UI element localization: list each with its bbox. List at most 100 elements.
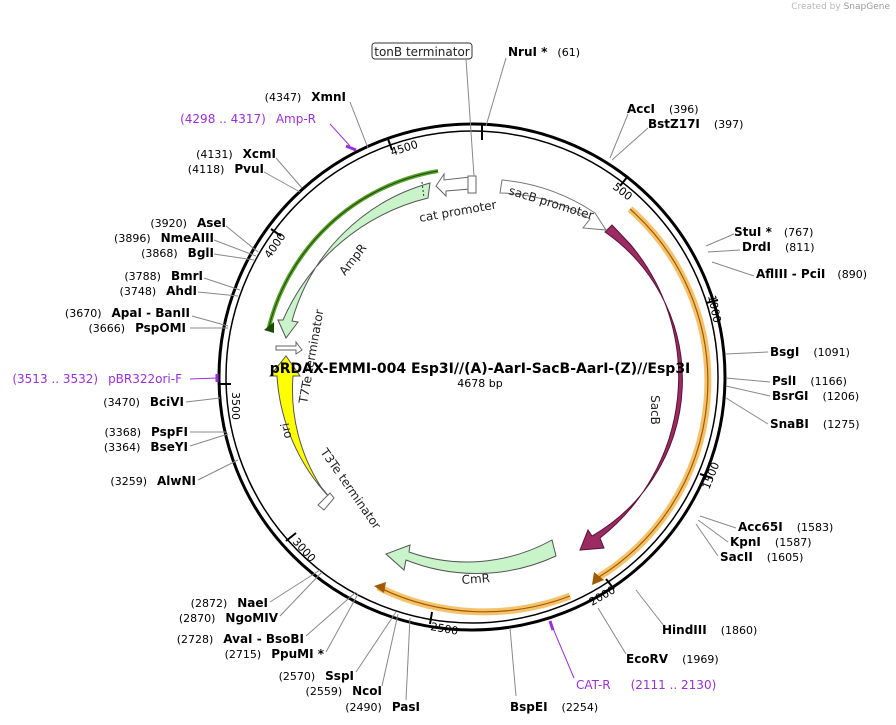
tick-4500 (387, 138, 393, 151)
ori-feature (268, 355, 331, 499)
enzyme-site: (3788)BmrI (124, 269, 203, 283)
drdi-leader (707, 249, 741, 253)
enzyme-site: (3748)AhdI (120, 284, 197, 298)
enzyme-site: SacII(1605) (720, 550, 803, 564)
enzyme-site: HindIII(1860) (662, 623, 757, 637)
bmri-leader (203, 277, 241, 291)
tick-2000 (605, 578, 615, 590)
enzyme-site: (4118)PvuI (188, 162, 264, 176)
ampr-green-arrowhead (264, 322, 274, 333)
ecorv-leader (597, 607, 627, 655)
stui-leader (705, 233, 735, 247)
xmni-leader (349, 101, 369, 149)
backbone-outer-ring (217, 122, 727, 632)
enzyme-site: StuI *(767) (734, 225, 813, 239)
t7te-terminator-arrow (275, 340, 303, 355)
cmr-label: CmR (461, 571, 490, 587)
plasmid-name: pRDAX-EMMI-004 Esp3I//(A)-AarI-SacB-AarI… (270, 361, 691, 377)
plasmid-size: 4678 bp (457, 377, 502, 390)
t3te-terminator-label: T3Te terminator (317, 445, 384, 532)
bstz17i-leader (611, 127, 649, 161)
pbr322ori-f-primer-leader (189, 377, 218, 380)
acc65i-leader (699, 515, 737, 529)
cat-r-primer-leader (551, 625, 575, 679)
ori-label: ori (278, 422, 294, 440)
sacb-feature (579, 224, 683, 551)
enzyme-site: (3470)BciVI (103, 395, 184, 409)
nmeaiii-leader (213, 239, 257, 257)
enzyme-sites-left: (4347)XmnI (4131)XcmI (4118)PvuI (3920)A… (65, 90, 420, 714)
tick-label-1500: 1500 (700, 460, 723, 491)
tick-500 (619, 175, 629, 187)
sacb-promoter-feature (499, 179, 607, 231)
sspi-leader (355, 611, 397, 673)
tick-label-2000: 2000 (587, 583, 618, 608)
ppumi-leader (325, 593, 359, 653)
enzyme-site: (2559)NcoI (306, 684, 382, 698)
sacii-leader (695, 523, 719, 557)
primer-site: CAT-R(2111 .. 2130) (576, 678, 716, 692)
plasmid-title-group: pRDAX-EMMI-004 Esp3I//(A)-AarI-SacB-AarI… (270, 361, 691, 390)
watermark-brand: SnapGene (843, 2, 890, 12)
xcmi-leader (275, 157, 303, 189)
enzyme-site: (2490)PasI (345, 700, 420, 714)
enzyme-site: (2570)SspI (279, 669, 354, 683)
tick-label-3000: 3000 (290, 535, 318, 565)
enzyme-site: (4131)XcmI (196, 147, 276, 161)
ncoi-leader (381, 613, 399, 687)
enzyme-site: (2870)NgoMIV (179, 611, 279, 625)
enzyme-site: (3868)BglI (141, 246, 214, 260)
tick-4000 (270, 228, 282, 237)
ampr-label: AmpR (336, 241, 369, 278)
pasi-leader (405, 617, 411, 701)
afliii-leader (711, 261, 755, 277)
enzyme-site: (3920)AseI (150, 216, 226, 230)
enzyme-site: (2715)PpuMI * (225, 647, 325, 661)
tick-label-3500: 3500 (229, 392, 242, 420)
bspei-leader (509, 627, 517, 697)
tick-label-4000: 4000 (262, 230, 289, 260)
enzyme-site: (2728)AvaI - BsoBI (177, 632, 304, 646)
tick-label-500: 500 (610, 180, 635, 203)
pvui-leader (263, 171, 301, 193)
enzyme-site: (4347)XmnI (265, 90, 346, 104)
watermark-prefix: Created by (791, 2, 841, 12)
ngomiv-leader (279, 571, 323, 617)
enzyme-site: BsgI(1091) (770, 345, 850, 359)
cmr-orange-arrowhead (374, 582, 386, 593)
tonb-terminator-box (371, 42, 473, 60)
nrui-leader (485, 57, 507, 127)
enzyme-site: EcoRV(1969) (626, 652, 719, 666)
enzyme-site: (3259)AlwNI (110, 474, 196, 488)
alwni-leader (197, 459, 239, 481)
cmr-feature (385, 539, 557, 574)
enzyme-site: AflIII - PciI(890) (756, 267, 867, 281)
sacb-orange-arrowhead (592, 572, 604, 585)
tonb-terminator-mark (467, 175, 477, 194)
ampr-green-line (267, 170, 439, 332)
tonb-terminator-label: tonB terminator (374, 45, 470, 59)
feature-arcs (264, 169, 712, 616)
enzyme-site: (3896)NmeAIII (114, 231, 214, 245)
naei-leader (269, 569, 321, 603)
bsgi-leader (725, 351, 769, 355)
t7te-terminator-label: T7Te terminator (296, 308, 327, 405)
enzyme-site: SnaBI(1275) (770, 417, 859, 431)
amp-r-primer-mark (345, 144, 357, 152)
tick-1500 (699, 473, 713, 479)
avai-leader (305, 591, 357, 637)
cat-promoter-label: cat promoter (418, 198, 497, 225)
cat-r-primer-mark (548, 620, 555, 631)
psli-leader (725, 377, 771, 383)
tick-label-2500: 2500 (429, 620, 459, 638)
cmr-orange-line (377, 586, 571, 613)
bgli-leader (213, 253, 255, 261)
tonb-leader-line (465, 58, 475, 177)
tick-3000 (285, 532, 297, 542)
bcivi-leader (185, 397, 221, 403)
enzyme-site: (3364)BseYI (104, 440, 188, 454)
cat-promoter-feature (435, 172, 471, 198)
sacb-promoter-label: sacB promoter (507, 183, 595, 222)
t3te-terminator-arrow (317, 492, 335, 511)
